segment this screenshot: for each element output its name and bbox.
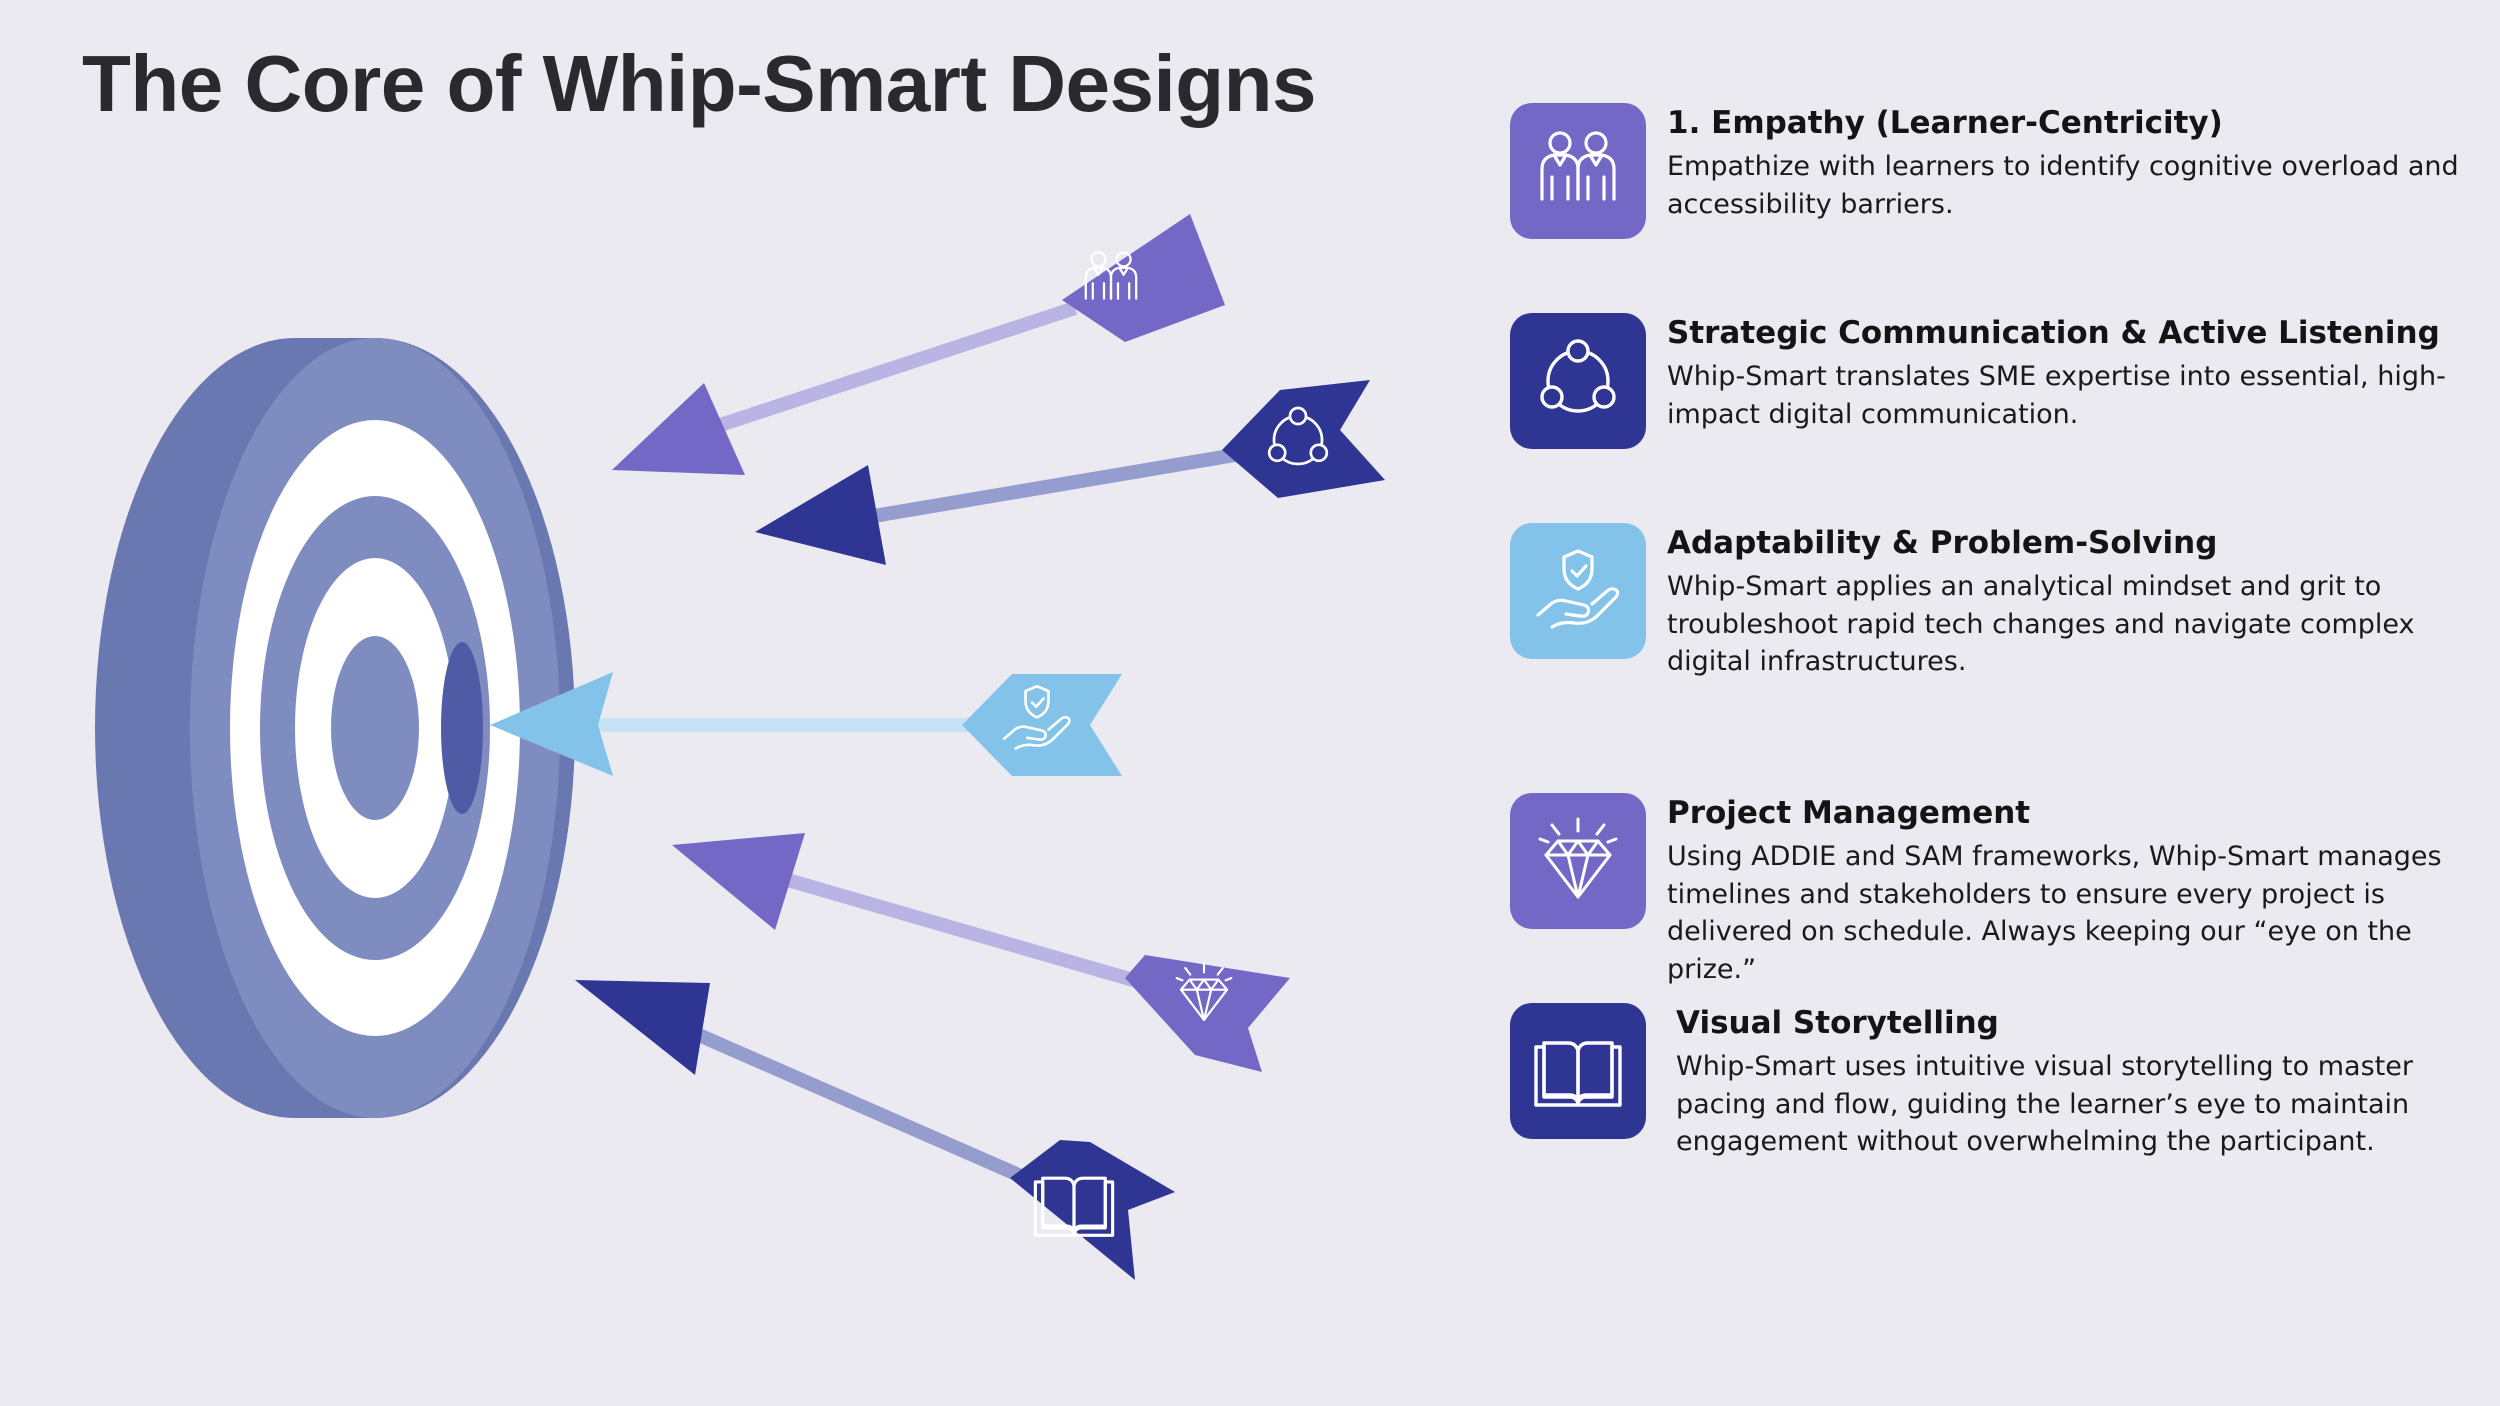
item-title: Adaptability & Problem-Solving (1667, 525, 2218, 561)
diamond-icon (1510, 793, 1646, 929)
network-icon (1510, 313, 1646, 449)
hand-shield-icon (1510, 523, 1646, 659)
target-illustration (95, 214, 1385, 1280)
arrow-adaptability (490, 672, 1122, 776)
item-title: 1. Empathy (Learner-Centricity) (1667, 105, 2223, 141)
arrow-empathy (612, 214, 1225, 475)
arrow-visual-storytelling (575, 980, 1175, 1280)
people-icon (1510, 103, 1646, 239)
item-description: Using ADDIE and SAM frameworks, Whip-Sma… (1667, 841, 2442, 985)
arrow-project-management (672, 833, 1290, 1072)
book-icon (1510, 1003, 1646, 1139)
item-title: Visual Storytelling (1676, 1005, 1999, 1041)
target (95, 338, 575, 1118)
page-title: The Core of Whip-Smart Designs (82, 39, 1316, 128)
item-title: Strategic Communication & Active Listeni… (1667, 315, 2440, 351)
item-title: Project Management (1667, 795, 2031, 831)
arrow-communication (755, 380, 1385, 565)
item-description: Whip-Smart applies an analytical mindset… (1667, 571, 2415, 677)
item-description: Whip-Smart translates SME expertise into… (1667, 361, 2446, 430)
item-description: Empathize with learners to identify cogn… (1667, 151, 2459, 220)
item-description: Whip-Smart uses intuitive visual storyte… (1676, 1051, 2413, 1157)
